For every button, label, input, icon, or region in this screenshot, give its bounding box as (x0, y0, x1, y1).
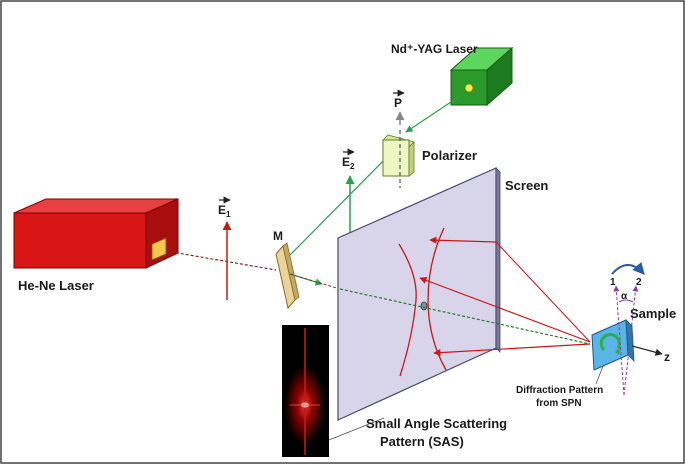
sample-label: Sample (630, 306, 676, 321)
screen-label: Screen (505, 178, 548, 193)
position-1-line (613, 285, 625, 396)
polarizer (382, 130, 415, 188)
diffracted-ray-3 (495, 241, 591, 343)
sas-label-line1: Small Angle Scattering (366, 416, 507, 431)
diffracted-ray-1 (419, 276, 591, 343)
screen (337, 167, 501, 421)
position-1-label: 1 (610, 277, 616, 288)
red-beam-mirror-screen (289, 273, 341, 290)
alpha-label: α (621, 291, 628, 302)
central-spot (420, 301, 428, 311)
position-2-label: 2 (636, 277, 642, 288)
mirror-m (275, 242, 300, 310)
position-2-line (623, 285, 639, 396)
main-beam (339, 288, 591, 345)
e1-label: E1 (218, 203, 231, 219)
e2-label: E2 (342, 155, 355, 171)
diffraction-label-line1: Diffraction Pattern (516, 385, 603, 396)
sas-label-line2: Pattern (SAS) (380, 434, 464, 449)
p-label: P (394, 96, 402, 110)
alpha-arc (618, 299, 634, 303)
hene-beam (165, 250, 277, 271)
hene-laser (13, 198, 179, 269)
z-axis-arrow (631, 345, 663, 356)
ndyag-beam (405, 95, 461, 133)
rotation-arrow (611, 261, 645, 275)
diffracted-ray-4 (429, 236, 497, 244)
green-beam-polarizer-mirror (289, 151, 393, 256)
ndyag-laser (449, 46, 514, 107)
diffracted-ray-2 (433, 343, 591, 357)
z-axis-label: z (664, 350, 670, 364)
polarizer-label: Polarizer (422, 148, 477, 163)
sas-leader (328, 417, 385, 441)
hene-laser-label: He-Ne Laser (18, 278, 94, 293)
mirror-label: M (273, 229, 283, 243)
sas-pattern-image (282, 325, 329, 457)
diffraction-leader (595, 365, 604, 385)
ndyag-label: Nd⁺-YAG Laser (391, 42, 478, 56)
diffraction-label-line2: from SPN (536, 398, 582, 409)
